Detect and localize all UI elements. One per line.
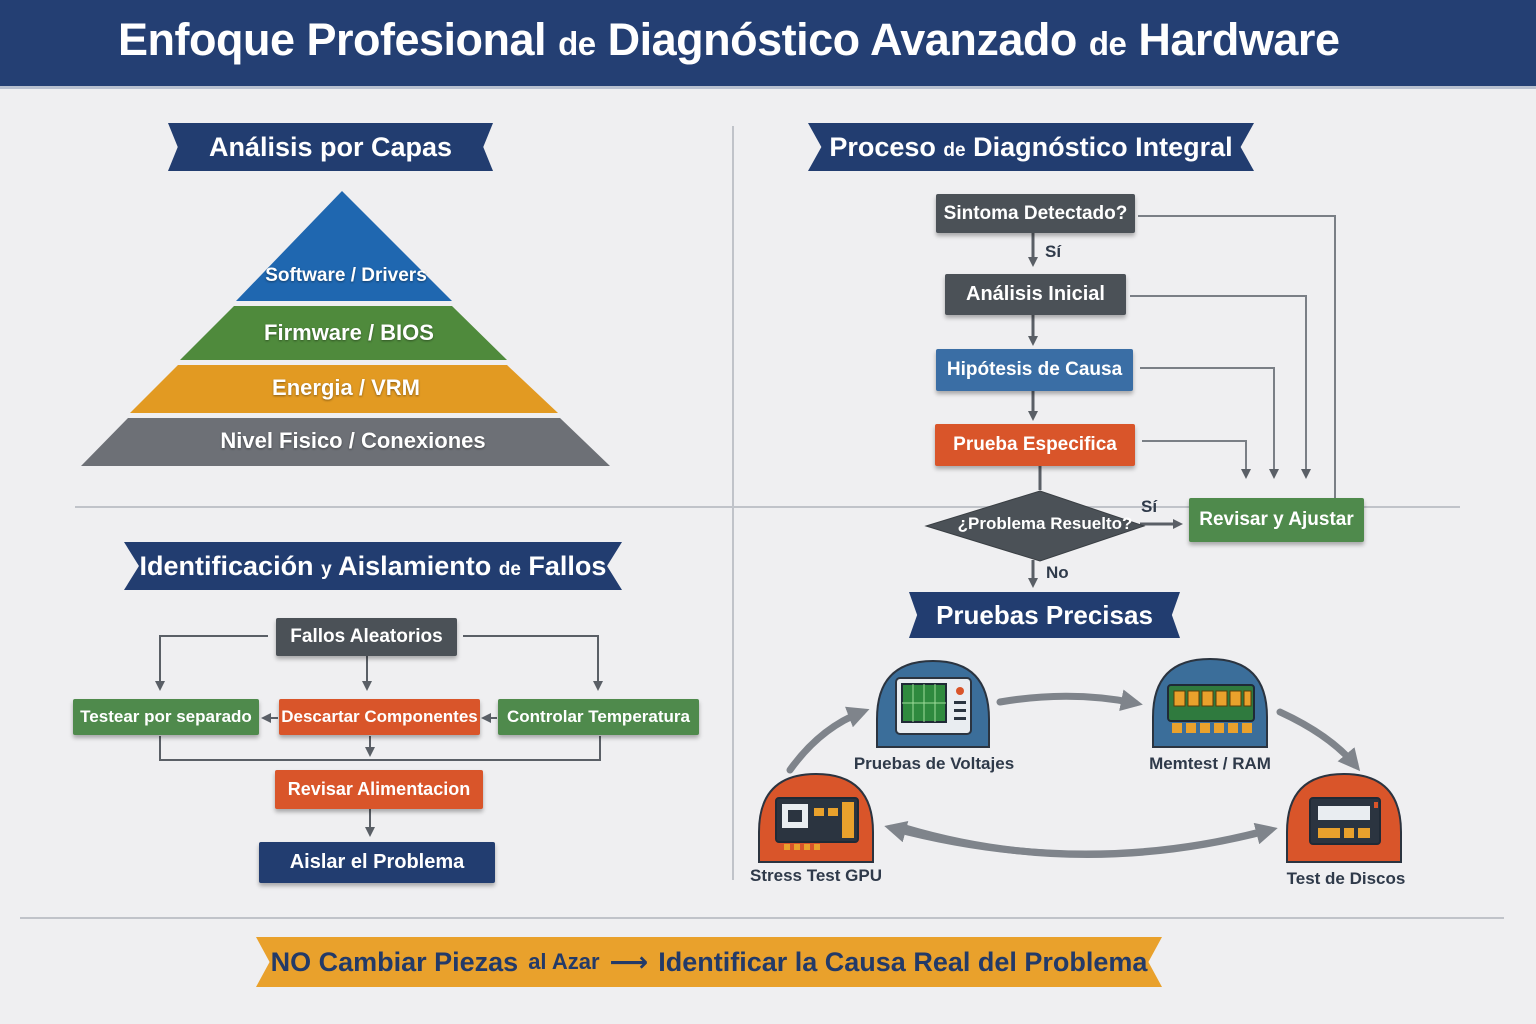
discard-components-box: Descartar Componentes [279, 699, 480, 735]
test-label-disks: Test de Discos [1286, 869, 1406, 888]
step-initial-analysis: Análisis Inicial [945, 274, 1126, 315]
test-label-voltages: Pruebas de Voltajes [853, 754, 1015, 773]
yes-label: Sí [1141, 497, 1158, 516]
tests-heading: Pruebas Precisas [909, 592, 1180, 638]
heading-part: de [943, 140, 966, 161]
check-power-box: Revisar Alimentacion [275, 770, 483, 809]
test-label-gpu: Stress Test GPU [750, 866, 882, 885]
hard-drive-icon [1286, 772, 1402, 863]
step-symptom: Sintoma Detectado? [936, 194, 1135, 233]
layers-heading: Análisis por Capas [168, 123, 493, 171]
title-bar [0, 0, 1536, 89]
pyramid-layer-energia [130, 365, 558, 413]
test-separately-box: Testear por separado [73, 699, 259, 735]
decision-diamond [924, 490, 1146, 562]
oscilloscope-icon [876, 659, 990, 748]
gpu-card-icon [758, 772, 874, 863]
control-temperature-box: Controlar Temperatura [498, 699, 699, 735]
pyramid-label-software: Software / Drivers [265, 265, 427, 286]
heading-part: Diagnóstico Integral [973, 132, 1233, 162]
pyramid-label-fisico: Nivel Fisico / Conexiones [220, 428, 486, 453]
isolation-heading: Identificación y Aislamiento de Fallos [124, 542, 622, 590]
banner-part: Identificar la Causa Real del Problema [658, 946, 1148, 977]
bottom-banner: NO Cambiar Piezas al Azar ⟶ Identificar … [256, 937, 1162, 987]
pyramid-label-energia: Energia / VRM [272, 375, 420, 400]
heading-part: Proceso [829, 132, 936, 162]
title-part: Diagnóstico Avanzado [607, 14, 1078, 65]
heading-part: Fallos [528, 551, 607, 581]
isolate-problem-box: Aislar el Problema [259, 842, 495, 883]
heading-part: Aislamiento [338, 551, 492, 581]
heading-part: y [321, 559, 332, 580]
banner-part: al Azar [528, 949, 600, 974]
layer-pyramid [81, 191, 610, 466]
banner-part: NO Cambiar Piezas [270, 946, 519, 977]
title-part: Hardware [1138, 14, 1340, 65]
pyramid-layer-firmware [180, 306, 507, 360]
no-label: No [1046, 563, 1069, 582]
step-specific-test: Prueba Especifica [935, 424, 1135, 466]
step-review-adjust: Revisar y Ajustar [1189, 498, 1364, 542]
decision-label: ¿Problema Resuelto? [957, 514, 1133, 533]
step-hypothesis: Hipótesis de Causa [936, 349, 1133, 391]
process-heading: Proceso de Diagnóstico Integral [808, 123, 1254, 171]
title-part: de [558, 25, 596, 62]
heading-part: de [498, 559, 521, 580]
title-part: de [1088, 25, 1127, 62]
page-title: Enfoque Profesional de Diagnóstico Avanz… [118, 14, 1340, 66]
heading-part: Identificación [139, 551, 314, 581]
ram-module-icon [1152, 657, 1268, 748]
random-failures-box: Fallos Aleatorios [276, 618, 457, 656]
title-part: Enfoque Profesional [118, 14, 547, 65]
pyramid-layer-fisico [81, 418, 610, 466]
yes-label: Sí [1045, 242, 1062, 261]
pyramid-layer-software [236, 191, 452, 301]
test-label-memtest: Memtest / RAM [1149, 754, 1271, 773]
arrow-right-icon: ⟶ [609, 946, 649, 977]
pyramid-label-firmware: Firmware / BIOS [264, 320, 434, 345]
